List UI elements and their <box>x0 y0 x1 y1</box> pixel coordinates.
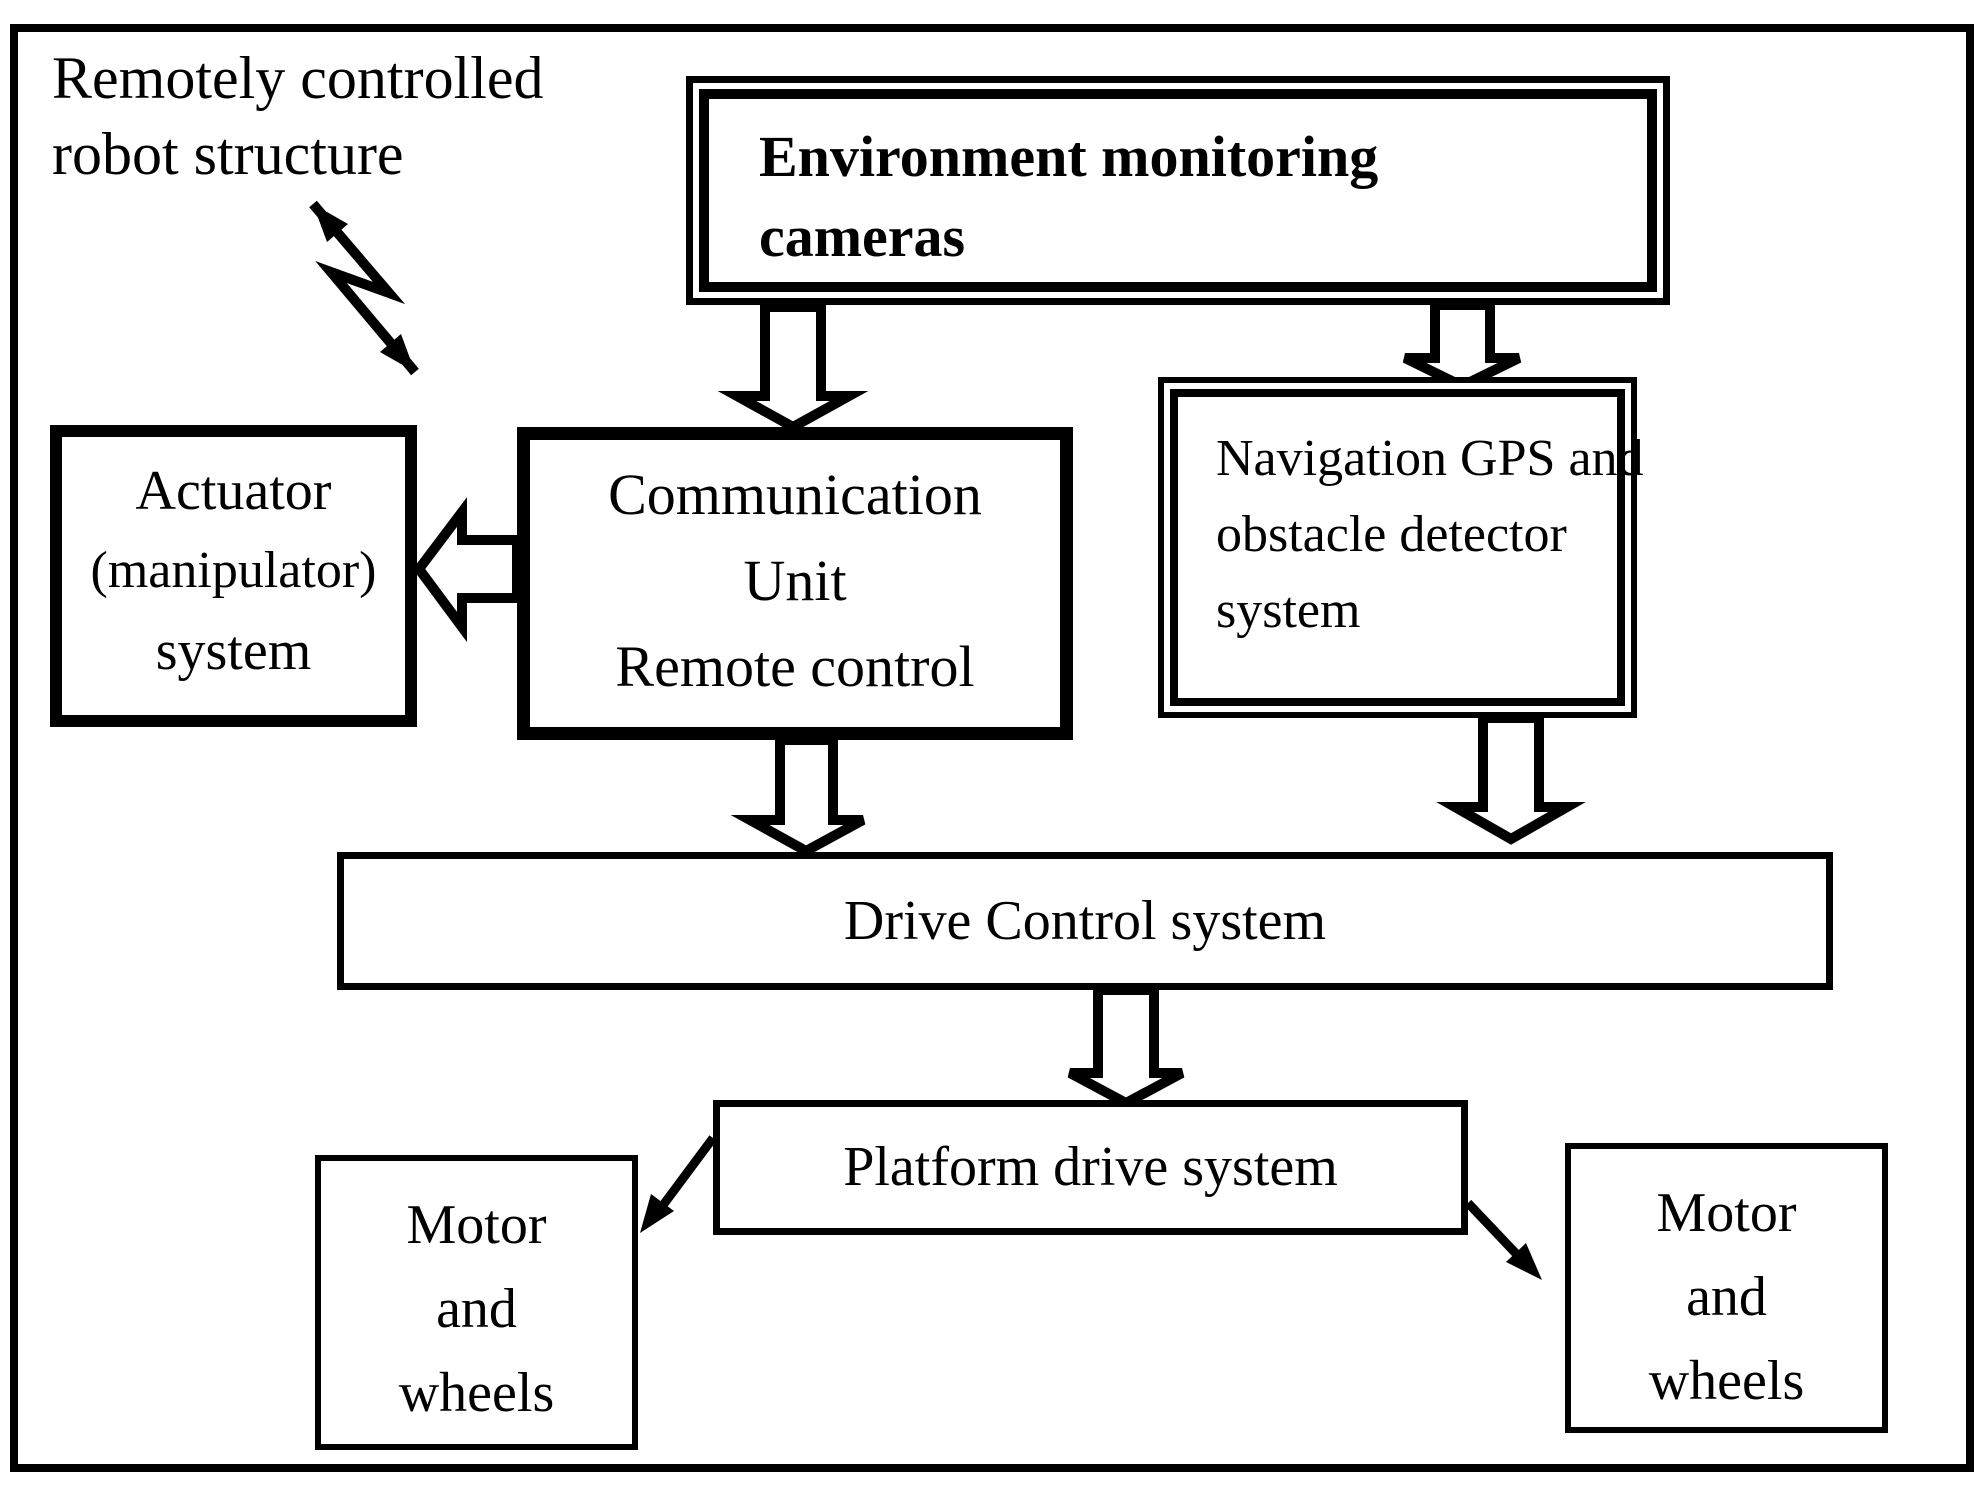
arrow-communication-to-drive-control <box>730 735 866 857</box>
communication-unit-box: Communication Unit Remote control <box>517 427 1073 740</box>
box-label-line: Actuator <box>135 460 332 522</box>
box-label-line: Environment monitoring <box>759 124 1379 189</box>
box-label-line: system <box>1216 582 1361 639</box>
diagram-title-label: Remotely controlled robot structure <box>52 40 544 192</box>
box-label-line: obstacle detector <box>1216 506 1567 563</box>
box-label-line: cameras <box>759 204 966 269</box>
navigation-gps-box: Navigation GPS and obstacle detector sys… <box>1158 377 1644 718</box>
box-label-line: wheels <box>398 1362 555 1424</box>
arrow-platform-to-motor-right <box>1464 1199 1542 1280</box>
arrow-platform-to-motor-left <box>640 1135 717 1233</box>
navigation-gps-inner-border: Navigation GPS and obstacle detector sys… <box>1170 389 1644 706</box>
box-label-line: Navigation GPS and <box>1216 430 1644 487</box>
box-label-line: wheels <box>1648 1350 1805 1412</box>
arrowhead-icon <box>1506 1243 1542 1280</box>
arrow-environment-to-communication <box>717 302 869 433</box>
title-line: Remotely controlled <box>52 45 544 111</box>
box-label-line: and <box>1686 1266 1767 1328</box>
environment-cameras-inner-border: Environment monitoring cameras <box>699 89 1657 292</box>
arrow-line <box>651 1135 717 1219</box>
box-label: Platform drive system <box>843 1136 1338 1198</box>
box-label: Drive Control system <box>843 890 1327 952</box>
box-label-line: Communication <box>608 462 982 527</box>
arrow-navigation-to-drive-control <box>1436 713 1586 845</box>
box-label-line: Motor <box>406 1194 547 1256</box>
drive-control-system-box: Drive Control system <box>337 852 1833 990</box>
motor-wheels-right-box: Motor and wheels <box>1565 1143 1888 1433</box>
zigzag-double-arrow <box>309 200 419 376</box>
box-label-line: system <box>155 620 312 682</box>
title-line: robot structure <box>52 121 404 187</box>
box-label-line: (manipulator) <box>90 542 377 599</box>
outer-frame <box>10 24 1974 1472</box>
zigzag-arrowhead-up-icon <box>313 204 348 242</box>
environment-cameras-box: Environment monitoring cameras <box>686 76 1670 305</box>
box-label-line: and <box>436 1278 517 1340</box>
arrowhead-icon <box>640 1194 674 1233</box>
arrow-line <box>1464 1199 1528 1266</box>
arrow-environment-to-navigation <box>1402 300 1522 392</box>
actuator-system-box: Actuator (manipulator) system <box>50 425 417 727</box>
zigzag-line <box>309 200 419 376</box>
platform-drive-system-box: Platform drive system <box>713 1100 1468 1235</box>
box-label-line: Unit <box>743 548 847 613</box>
arrow-communication-to-actuator <box>412 497 522 643</box>
box-label-line: Remote control <box>615 634 975 699</box>
box-label-line: Motor <box>1656 1182 1797 1244</box>
arrow-drive-control-to-platform <box>1067 985 1185 1109</box>
zigzag-arrowhead-down-icon <box>380 334 415 372</box>
motor-wheels-left-box: Motor and wheels <box>315 1155 638 1450</box>
